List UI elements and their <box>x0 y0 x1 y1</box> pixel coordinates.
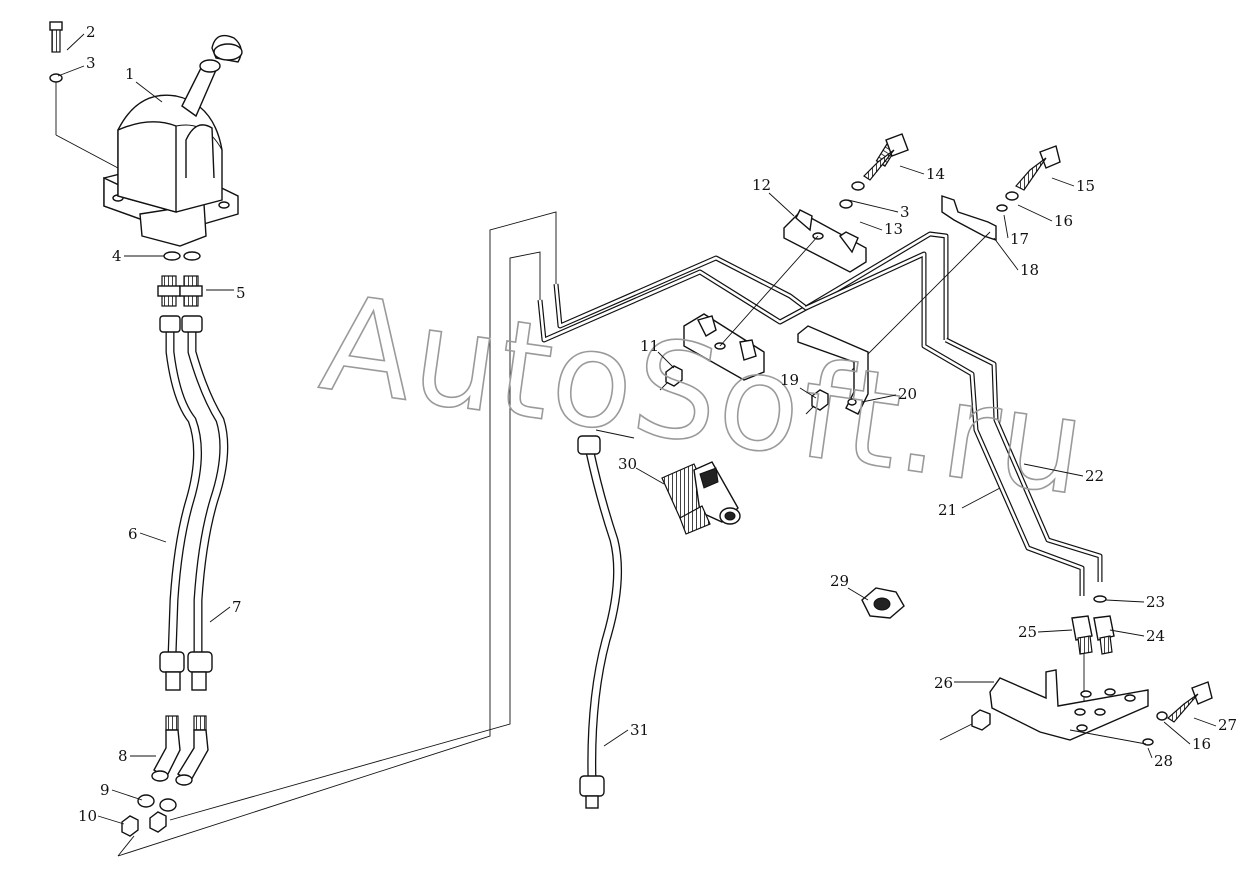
leader-line-31 <box>603 729 629 747</box>
callout-10: 10 <box>78 807 97 825</box>
leader-line-11 <box>657 351 675 369</box>
callout-27: 27 <box>1218 716 1237 734</box>
callout-3: 3 <box>900 203 910 221</box>
callout-20: 20 <box>898 385 917 403</box>
leader-line-20 <box>861 394 897 403</box>
valve-30 <box>661 461 741 535</box>
hand-brake-valve <box>103 34 243 247</box>
leader-line-6 <box>139 532 167 543</box>
leader-line-13 <box>859 221 883 231</box>
leader-line-9 <box>111 789 143 801</box>
leader-line-10 <box>97 815 125 825</box>
callout-29: 29 <box>830 572 849 590</box>
nut-29 <box>861 587 905 619</box>
callout-8: 8 <box>118 747 128 765</box>
leader-line-12 <box>768 192 795 217</box>
fitting-5 <box>157 275 203 307</box>
leader-line-23 <box>1105 599 1145 603</box>
leader-line-2 <box>66 33 85 51</box>
leader-line-3 <box>847 199 899 213</box>
callout-13: 13 <box>884 220 903 238</box>
elbow-8 <box>151 715 209 786</box>
callout-14: 14 <box>926 165 945 183</box>
leader-line-27 <box>1193 717 1217 727</box>
washer-13 <box>839 199 853 209</box>
callout-4: 4 <box>112 247 122 265</box>
leader-line-7 <box>209 606 231 623</box>
washer-16b <box>1156 711 1168 721</box>
callout-3: 3 <box>86 54 96 72</box>
clamp-12-lower <box>683 313 765 381</box>
nut-10 <box>121 815 139 837</box>
leader-line-16 <box>1017 204 1053 222</box>
bolt-27 <box>1167 681 1213 723</box>
callouts: 1234567891011121314315161718192021222324… <box>57 23 1237 825</box>
callout-25: 25 <box>1018 623 1037 641</box>
bolt-14 <box>863 133 909 181</box>
callout-1: 1 <box>125 65 135 83</box>
leader-line-25 <box>1037 629 1073 633</box>
callout-2: 2 <box>86 23 96 41</box>
washer-16 <box>1005 191 1019 201</box>
nut-26 <box>971 709 991 731</box>
bolt-15 <box>1015 145 1061 191</box>
leader-line-22 <box>1023 463 1084 477</box>
callout-26: 26 <box>934 674 953 692</box>
nut-10b <box>149 811 167 833</box>
callout-16: 16 <box>1192 735 1211 753</box>
o-ring-23 <box>1093 595 1107 603</box>
washer-9b <box>159 798 177 812</box>
leader-line-16 <box>1163 721 1191 745</box>
callout-6: 6 <box>128 525 138 543</box>
callout-12: 12 <box>752 176 771 194</box>
leader-line-15 <box>1051 177 1075 187</box>
leader-line-29 <box>847 587 869 601</box>
leader-line-1 <box>135 81 163 103</box>
callout-22: 22 <box>1085 467 1104 485</box>
leader-line-28 <box>1147 747 1153 759</box>
callout-19: 19 <box>780 371 799 389</box>
leader-line-19 <box>799 387 817 399</box>
clamp-12 <box>783 209 867 273</box>
callout-23: 23 <box>1146 593 1165 611</box>
leader-line-30 <box>635 467 665 485</box>
callout-9: 9 <box>100 781 110 799</box>
washer-9 <box>137 794 155 808</box>
tube-31 <box>577 435 623 809</box>
callout-11: 11 <box>640 337 659 355</box>
leader-line-24 <box>1109 629 1145 637</box>
callout-17: 17 <box>1010 230 1029 248</box>
leader-line-3 <box>57 65 85 77</box>
callout-5: 5 <box>236 284 246 302</box>
callout-16: 16 <box>1054 212 1073 230</box>
callout-7: 7 <box>232 598 242 616</box>
hoses-6-7 <box>159 315 229 691</box>
tubes-main <box>537 231 1103 596</box>
leader-line-18 <box>993 237 1019 271</box>
bracket-18 <box>941 195 997 241</box>
leader-line-21 <box>961 487 1001 509</box>
callout-24: 24 <box>1146 627 1165 645</box>
callout-18: 18 <box>1020 261 1039 279</box>
o-ring-4b <box>183 251 201 261</box>
bracket-26 <box>989 669 1149 741</box>
nut-19 <box>811 389 829 411</box>
callout-21: 21 <box>938 501 957 519</box>
bracket-20 <box>797 325 869 415</box>
callout-31: 31 <box>630 721 649 739</box>
callout-28: 28 <box>1154 752 1173 770</box>
o-ring-4 <box>163 251 181 261</box>
callout-15: 15 <box>1076 177 1095 195</box>
fitting-24-25 <box>1071 615 1115 655</box>
washer-17 <box>996 204 1008 212</box>
leader-line-17 <box>1003 214 1009 239</box>
washer-3b <box>851 181 865 191</box>
nut-11 <box>665 365 683 387</box>
callout-30: 30 <box>618 455 637 473</box>
leader-line-14 <box>899 165 925 175</box>
bolt-2 <box>49 21 63 53</box>
